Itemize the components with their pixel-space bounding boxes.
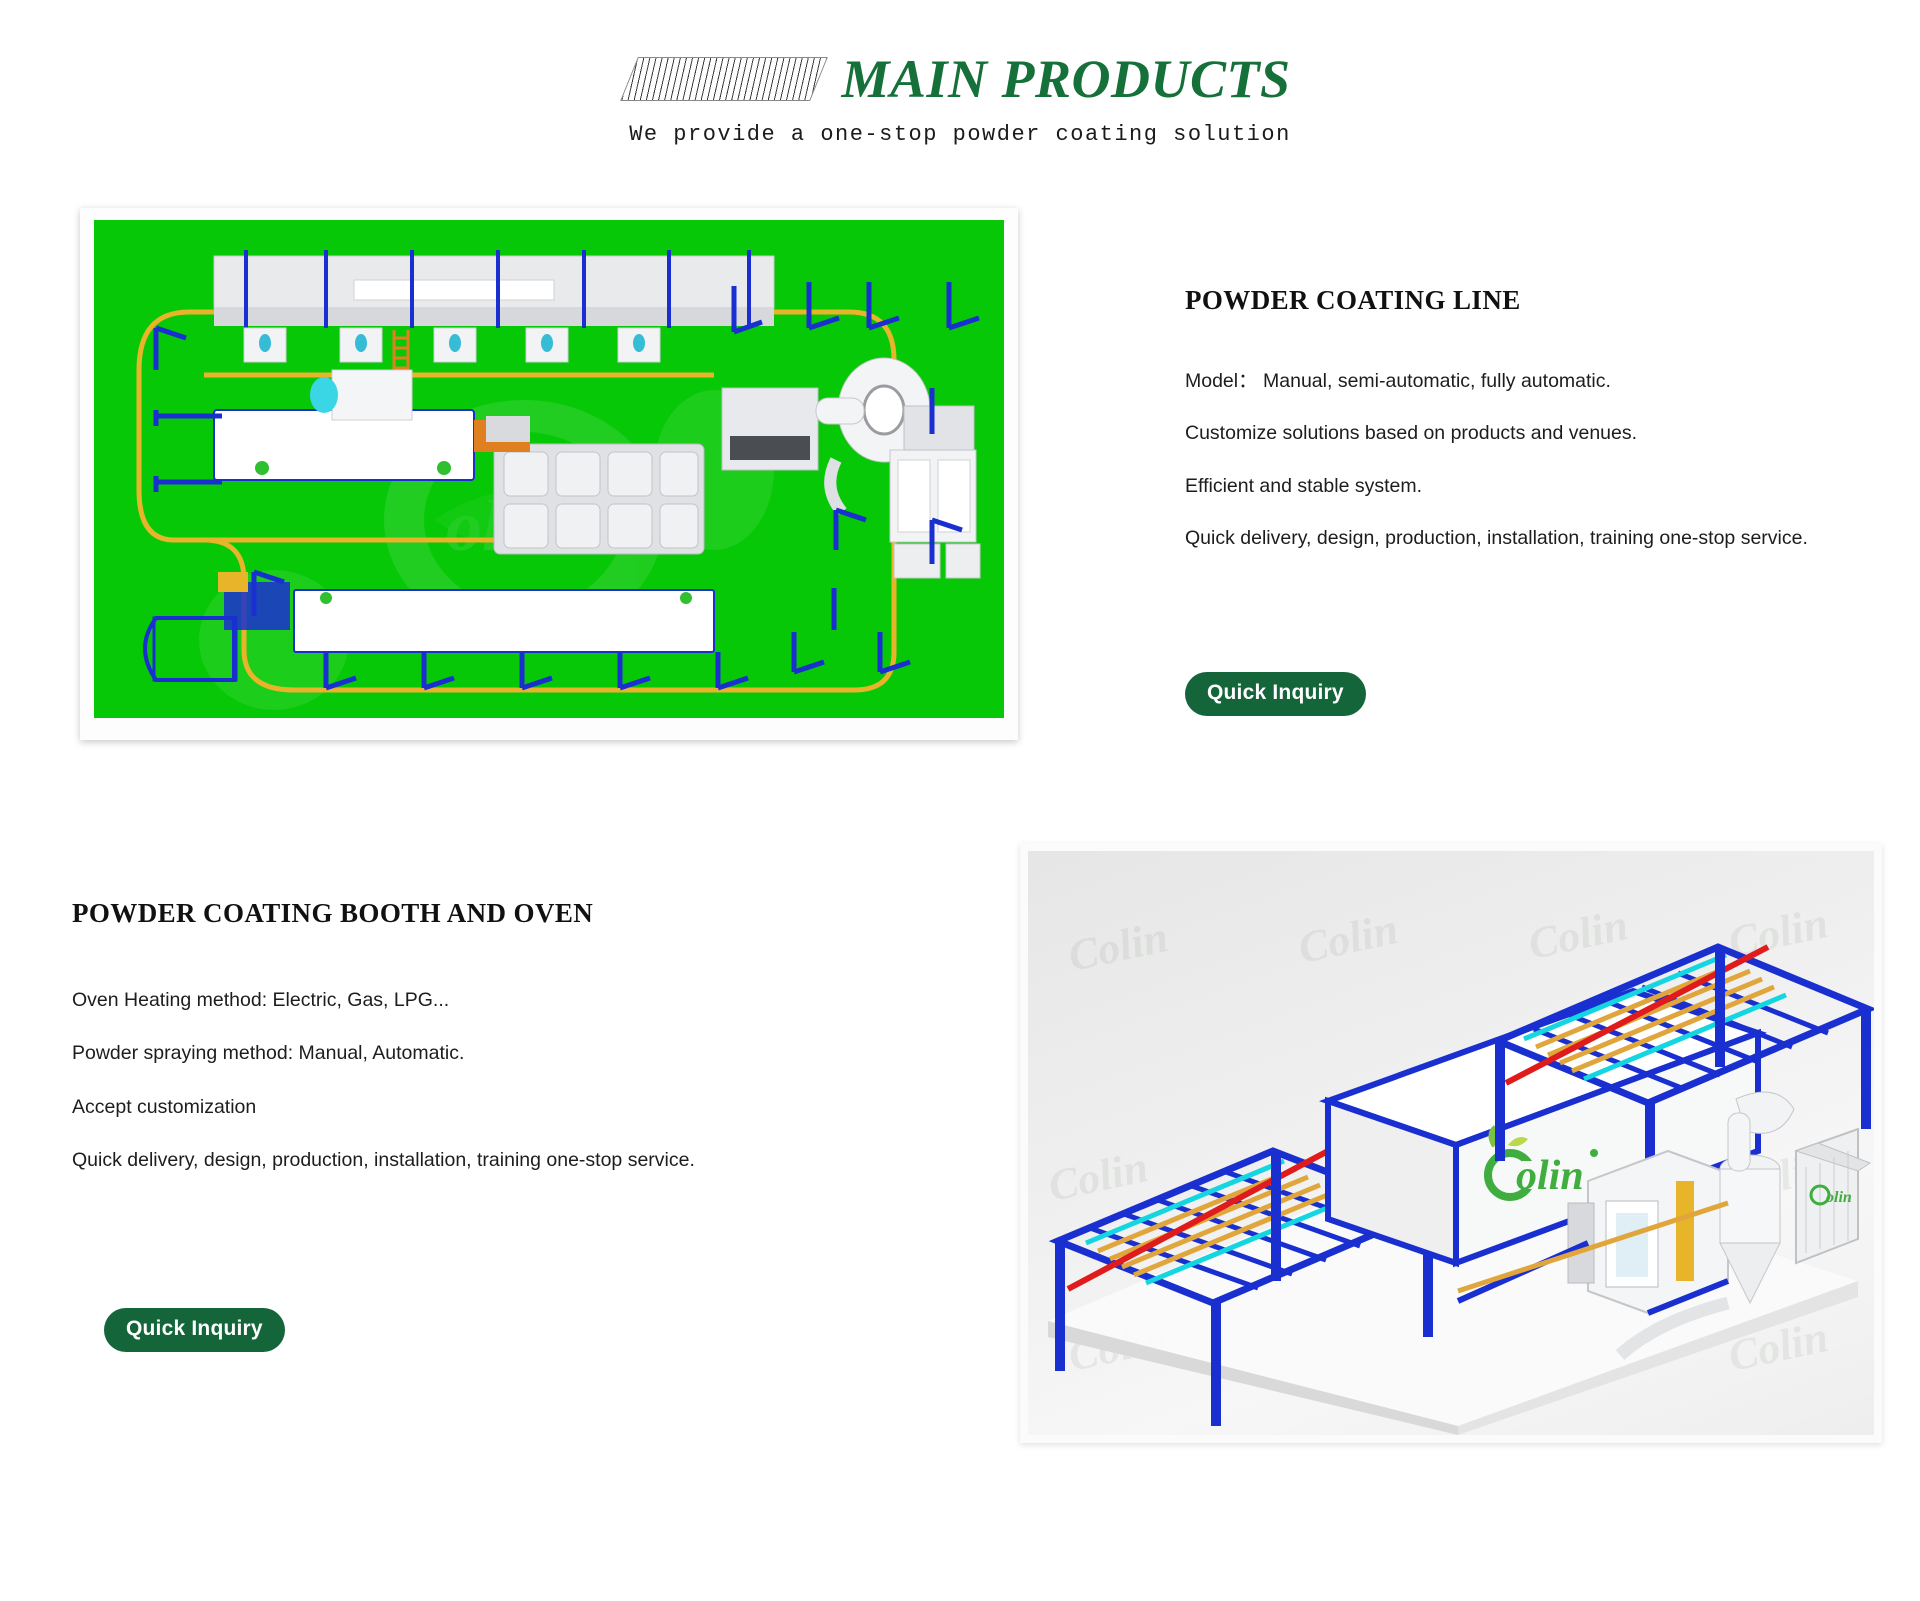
washing-cylinders	[493, 443, 705, 555]
powder-coating-line-bullets: Model： Manual, semi-automatic, fully aut…	[1185, 370, 1885, 550]
line-layout-svg: olin	[136, 250, 981, 710]
svg-text:olin: olin	[1516, 1153, 1584, 1199]
powder-coating-booth-text-block: POWDER COATING BOOTH AND OVEN Oven Heati…	[72, 898, 972, 1203]
filter-cabinet: olin	[1794, 1127, 1872, 1265]
bullet-item: Oven Heating method: Electric, Gas, LPG.…	[72, 989, 450, 1011]
powder-coating-line-title: POWDER COATING LINE	[1185, 285, 1521, 315]
colin-brand-logo: olin	[1484, 1125, 1598, 1201]
bullet-item: Quick delivery, design, production, inst…	[72, 1149, 695, 1172]
powder-coating-line-image-frame[interactable]: olin	[80, 208, 1018, 740]
powder-coating-booth-bullets: Oven Heating method: Electric, Gas, LPG.…	[72, 989, 972, 1172]
bullet-item: Customize solutions based on products an…	[1185, 422, 1638, 445]
page-header: MAIN PRODUCTS We provide a one-stop powd…	[0, 52, 1920, 147]
powder-coating-line-layout-diagram: olin	[94, 220, 1004, 718]
quick-inquiry-button-line[interactable]: Quick Inquiry	[1185, 672, 1366, 716]
page-title: MAIN PRODUCTS	[841, 49, 1291, 109]
svg-text:olin: olin	[1826, 1189, 1852, 1206]
bullet-item: Powder spraying method: Manual, Automati…	[72, 1042, 465, 1065]
bullet-item: Accept customization	[72, 1095, 257, 1118]
quick-inquiry-button-booth[interactable]: Quick Inquiry	[104, 1308, 285, 1352]
bullet-item: Efficient and stable system.	[1185, 474, 1423, 497]
header-title-row: MAIN PRODUCTS	[0, 52, 1920, 106]
cyclone-recovery-unit	[1615, 1091, 1795, 1360]
booth-oven-svg: olin	[1048, 943, 1874, 1435]
curing-oven	[293, 589, 715, 653]
control-cabinets	[889, 405, 981, 579]
pump-units	[243, 327, 661, 363]
bullet-item: Model： Manual, semi-automatic, fully aut…	[1185, 370, 1611, 392]
bullet-item: Quick delivery, design, production, inst…	[1185, 527, 1808, 550]
diagonal-hatch-ornament-icon	[620, 57, 829, 101]
powder-coating-line-text-block: POWDER COATING LINE Model： Manual, semi-…	[1185, 285, 1885, 580]
powder-coating-booth-3d-render: Colin Colin Colin Colin Colin Colin Coli…	[1028, 851, 1874, 1435]
page-subtitle: We provide a one-stop powder coating sol…	[629, 122, 1291, 147]
powder-coating-booth-title: POWDER COATING BOOTH AND OVEN	[72, 898, 594, 928]
hanger-bars-top	[244, 250, 751, 328]
spray-booth	[1567, 1149, 1729, 1315]
hanger-hooks	[153, 282, 980, 691]
powder-coating-booth-image-frame[interactable]: Colin Colin Colin Colin Colin Colin Coli…	[1020, 843, 1882, 1443]
right-gantry	[1488, 943, 1874, 1223]
